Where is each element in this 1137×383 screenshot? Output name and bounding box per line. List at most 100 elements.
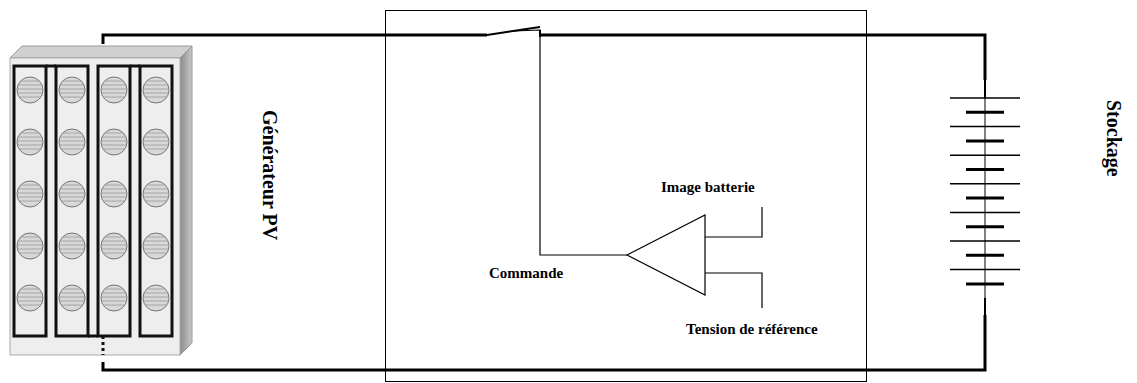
cell-hatch xyxy=(143,297,169,298)
panel-side xyxy=(180,46,192,355)
cell-hatch xyxy=(101,89,127,90)
cell-hatch xyxy=(21,133,40,134)
cell-string xyxy=(140,66,172,336)
cell-hatch xyxy=(143,245,169,246)
cell-hatch xyxy=(59,89,85,90)
pv-cell xyxy=(17,129,43,155)
cell-hatch xyxy=(59,93,84,94)
cell-hatch xyxy=(17,197,42,198)
battery-terminal xyxy=(984,80,986,98)
pv-cell xyxy=(17,285,43,311)
panel-lead xyxy=(102,336,105,355)
wire xyxy=(540,34,867,37)
cell-hatch xyxy=(147,289,166,290)
cell-hatch xyxy=(144,189,168,190)
string-link xyxy=(130,65,140,68)
cell-hatch xyxy=(143,301,168,302)
cell-hatch xyxy=(61,305,83,306)
cell-hatch xyxy=(63,133,82,134)
cell-hatch xyxy=(143,193,169,194)
pv-generator: Générateur PV xyxy=(0,44,300,362)
cell-hatch xyxy=(18,85,42,86)
cell-hatch xyxy=(144,137,168,138)
pv-cells xyxy=(14,66,172,355)
cell-hatch xyxy=(17,141,43,142)
cell-hatch xyxy=(101,197,126,198)
cell-hatch xyxy=(145,149,167,150)
pv-cell xyxy=(17,77,43,103)
cell-hatch xyxy=(17,89,43,90)
cell-hatch xyxy=(143,145,168,146)
cell-hatch xyxy=(21,185,40,186)
pv-cell xyxy=(17,233,43,259)
wire xyxy=(385,369,867,372)
cell-hatch xyxy=(19,201,41,202)
cell-hatch xyxy=(105,289,124,290)
cell-hatch xyxy=(59,249,84,250)
cell-hatch xyxy=(61,149,83,150)
cell-hatch xyxy=(145,201,167,202)
cell-hatch xyxy=(101,141,127,142)
cell-hatch xyxy=(144,85,168,86)
switch-blade xyxy=(487,27,540,35)
cell-hatch xyxy=(103,149,125,150)
wire xyxy=(103,35,385,44)
battery-symbol xyxy=(950,98,1020,298)
pv-cell xyxy=(59,181,85,207)
cell-hatch xyxy=(21,81,40,82)
cell-hatch xyxy=(61,201,83,202)
cell-hatch xyxy=(17,301,42,302)
cell-hatch xyxy=(18,241,42,242)
cell-hatch xyxy=(143,89,169,90)
pv-cell xyxy=(143,77,169,103)
string-link xyxy=(88,335,98,338)
wire xyxy=(867,315,985,370)
cell-hatch xyxy=(17,145,42,146)
pv-cell xyxy=(143,181,169,207)
comparator-symbol xyxy=(627,215,705,295)
cell-hatch xyxy=(19,97,41,98)
wire xyxy=(867,35,985,80)
pv-cell xyxy=(101,285,127,311)
cell-hatch xyxy=(59,297,85,298)
cell-hatch xyxy=(143,93,168,94)
cell-hatch xyxy=(105,185,124,186)
cell-hatch xyxy=(60,189,84,190)
pv-cell xyxy=(59,233,85,259)
cell-hatch xyxy=(60,85,84,86)
cell-hatch xyxy=(18,189,42,190)
cell-hatch xyxy=(59,193,85,194)
cell-string xyxy=(56,66,88,336)
cell-hatch xyxy=(102,293,126,294)
pv-cell xyxy=(143,233,169,259)
cell-hatch xyxy=(147,237,166,238)
cell-hatch xyxy=(147,185,166,186)
cell-hatch xyxy=(102,137,126,138)
cell-hatch xyxy=(145,305,167,306)
charge-controller: CommandeImage batterieTension de référen… xyxy=(385,10,867,382)
pv-cell xyxy=(143,285,169,311)
cell-hatch xyxy=(61,253,83,254)
cell-hatch xyxy=(101,297,127,298)
cell-hatch xyxy=(19,253,41,254)
cell-hatch xyxy=(59,145,84,146)
input-line xyxy=(705,207,762,237)
cell-hatch xyxy=(17,249,42,250)
cell-hatch xyxy=(147,81,166,82)
pv-cell xyxy=(101,233,127,259)
cell-hatch xyxy=(17,297,43,298)
node-label: Stockage xyxy=(1103,100,1125,177)
string-link xyxy=(46,65,56,68)
cell-hatch xyxy=(145,97,167,98)
cell-hatch xyxy=(59,301,84,302)
battery-storage: Stockage xyxy=(935,80,1129,315)
cell-hatch xyxy=(60,293,84,294)
cell-hatch xyxy=(102,241,126,242)
node-label: Tension de référence xyxy=(686,321,818,338)
cell-string xyxy=(98,66,130,336)
cell-hatch xyxy=(63,185,82,186)
pv-cell xyxy=(101,129,127,155)
cell-hatch xyxy=(102,85,126,86)
